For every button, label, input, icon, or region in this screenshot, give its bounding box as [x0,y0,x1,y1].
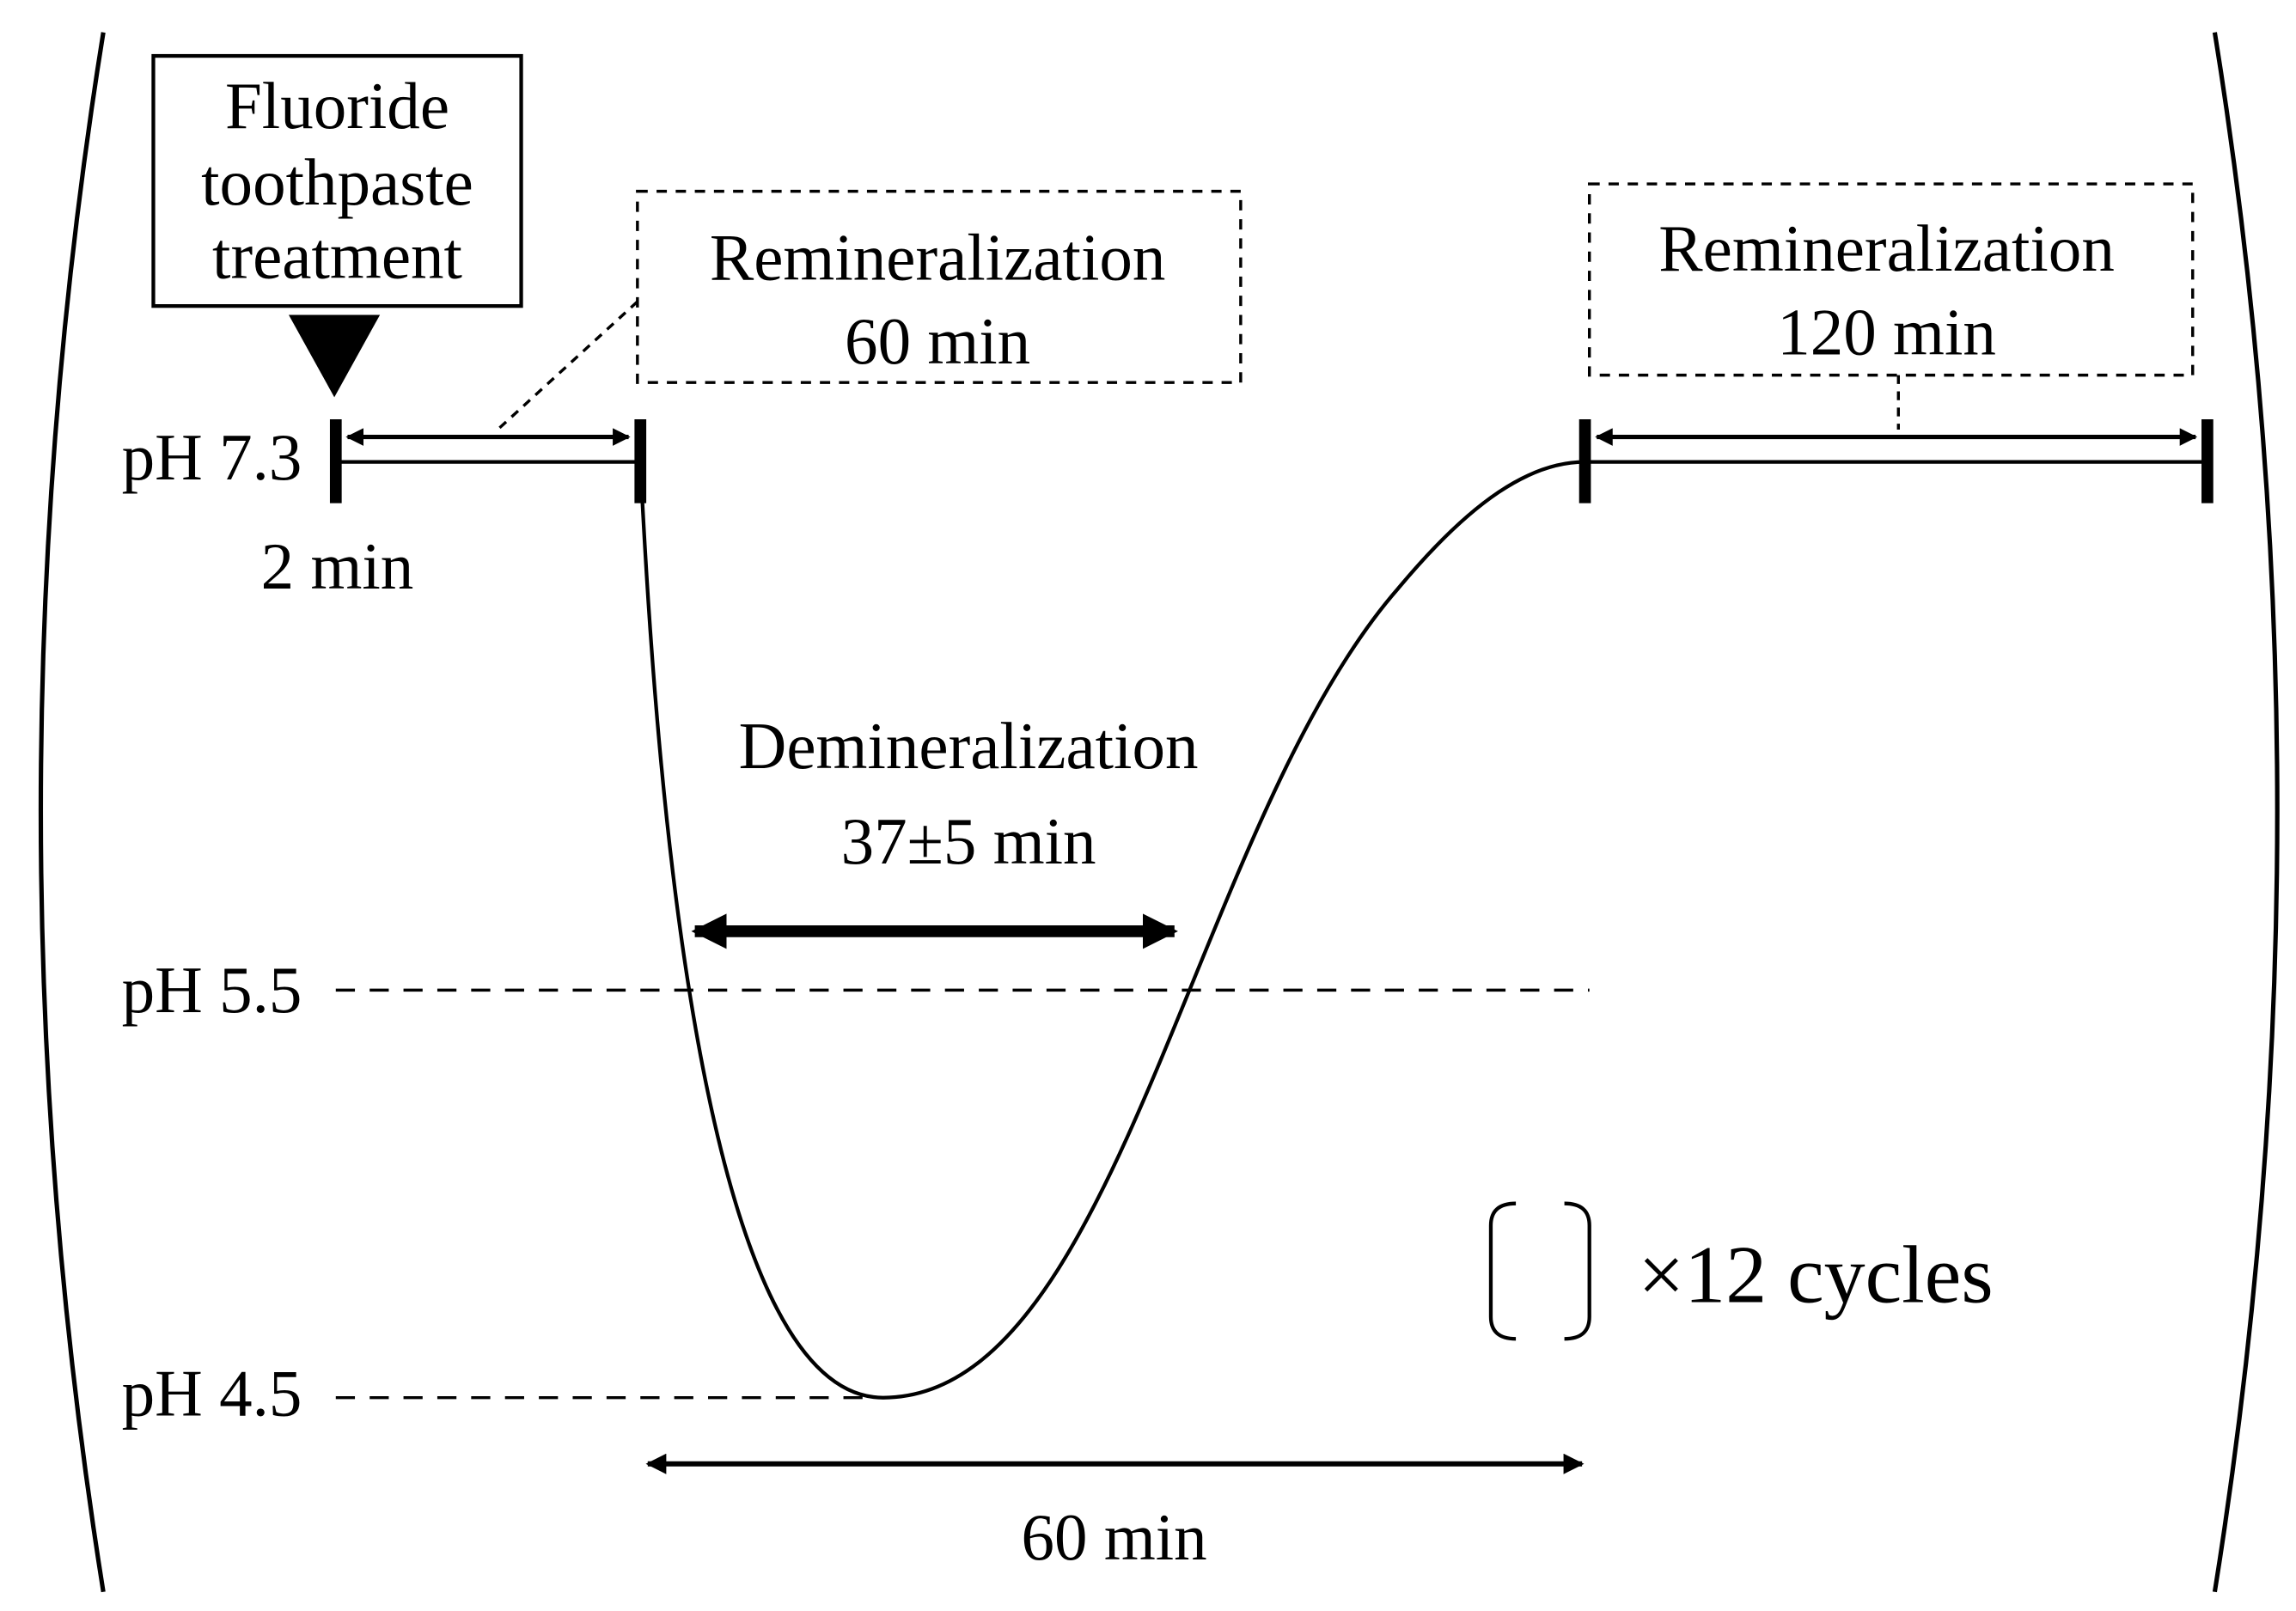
demin-title: Demineralization [739,709,1199,783]
ph-mid-label: pH 5.5 [122,953,302,1027]
remin1-duration: 60 min [845,304,1030,378]
demin-duration: 37±5 min [841,804,1096,878]
remin2-box [1587,182,2195,377]
repeat-label: ×12 cycles [1638,1229,1993,1320]
ph-high-label: pH 7.3 [122,420,302,494]
treatment-pointer-triangle [289,314,381,398]
outer-left-paren [38,32,106,1593]
repeat-bracket-left [1488,1201,1517,1341]
remin1-box [636,189,1243,384]
remin1-title: Remineralization [710,220,1166,294]
remin1-leader-line [496,300,638,431]
outer-right-paren [2212,32,2280,1593]
repeat-bracket-right [1564,1201,1591,1341]
remin2-title: Remineralization [1658,211,2115,285]
treatment-line-1: Fluoride [225,69,449,143]
treatment-line-2: toothpaste [201,145,473,219]
treatment-box [151,53,523,308]
ph-curve [638,460,1585,1400]
treatment-duration-label: 2 min [261,529,414,603]
remin2-duration: 120 min [1777,296,1996,369]
ph-low-label: pH 4.5 [122,1356,302,1430]
treatment-line-3: treatment [212,219,462,293]
cycle-duration-label: 60 min [1022,1500,1207,1574]
